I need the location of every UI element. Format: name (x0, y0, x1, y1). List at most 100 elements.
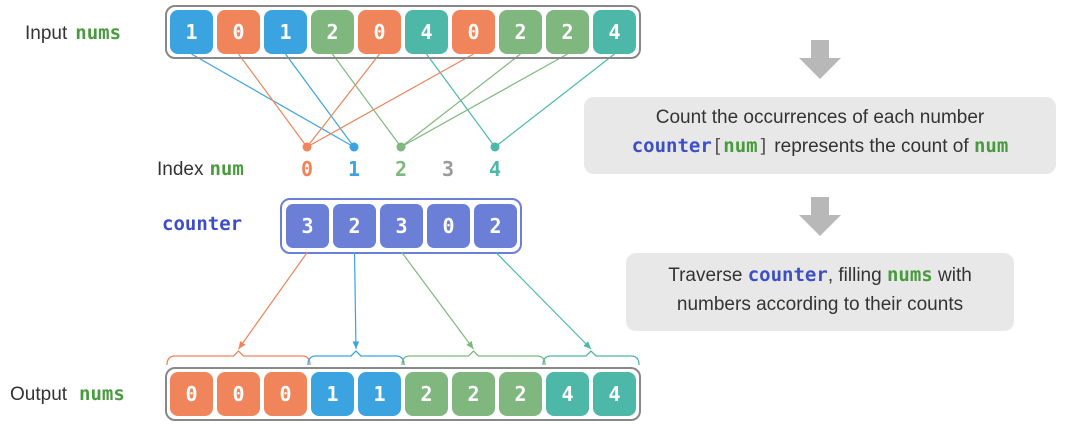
input-connector-line (332, 53, 402, 148)
input-cell-value: 4 (608, 20, 620, 44)
input-cell-value: 2 (326, 20, 338, 44)
input-prefix: Input (25, 23, 68, 44)
counter-to-output-arrow (352, 251, 360, 350)
input-connector-line (285, 53, 355, 148)
input-cell (593, 10, 636, 54)
note1-line1: Count the occurrences of each number (655, 107, 985, 128)
input-cell-value: 0 (232, 20, 244, 44)
note-count-occurrences: Count the occurrences of each number cou… (584, 97, 1056, 174)
index-var: num (209, 158, 244, 180)
counter-array-frame (280, 198, 522, 254)
counter-cell (333, 204, 376, 248)
output-cell-value: 0 (279, 382, 291, 406)
counter-label: counter (162, 213, 243, 235)
note2-line2: numbers according to their counts (676, 294, 964, 315)
input-cell (170, 10, 213, 54)
output-cell-value: 2 (514, 382, 526, 406)
input-cell (452, 10, 495, 54)
input-connector-line (306, 53, 380, 148)
output-group-brace (166, 350, 311, 366)
input-connector-line (238, 53, 308, 148)
code-nums: nums (886, 264, 933, 286)
input-cell (311, 10, 354, 54)
note1-line2-text: represents the count of (769, 136, 974, 157)
output-cell (217, 372, 260, 416)
output-cell (499, 372, 542, 416)
output-cell (405, 372, 448, 416)
input-cell-value: 1 (279, 20, 291, 44)
output-cell (311, 372, 354, 416)
output-cell-value: 0 (232, 382, 244, 406)
counter-to-output-arrow (401, 251, 474, 350)
output-cell (264, 372, 307, 416)
counter-cell (474, 204, 517, 248)
output-cell (593, 372, 636, 416)
code-num-2: num (973, 135, 1009, 157)
code-counter: counter (631, 135, 712, 157)
input-connector-line (400, 53, 521, 148)
output-group-brace (401, 350, 546, 366)
input-cell (264, 10, 307, 54)
output-cell-value: 1 (326, 382, 338, 406)
step-arrow-1-icon (799, 40, 841, 79)
note-traverse-counter: Traverse counter, filling nums with numb… (626, 253, 1014, 331)
index-prefix: Index (157, 159, 204, 180)
output-cell-value: 4 (608, 382, 620, 406)
index-number: 1 (348, 157, 360, 181)
counter-cell-value: 2 (489, 214, 501, 238)
counter-cell (427, 204, 470, 248)
note2-prefix: Traverse (668, 265, 748, 286)
input-cell (405, 10, 448, 54)
input-cell-value: 4 (420, 20, 432, 44)
input-cell (358, 10, 401, 54)
code-counter-2: counter (747, 264, 828, 286)
note1-line2: counter[num] represents the count of num (584, 132, 1056, 161)
output-var: nums (79, 383, 125, 405)
output-cell-value: 2 (420, 382, 432, 406)
counter-cell (286, 204, 329, 248)
counter-cell (380, 204, 423, 248)
input-cell-value: 2 (514, 20, 526, 44)
output-cell-value: 2 (467, 382, 479, 406)
counter-cell-value: 2 (348, 214, 360, 238)
step-arrow-2-icon (799, 197, 841, 236)
input-cell-value: 0 (373, 20, 385, 44)
code-num: num (723, 135, 758, 157)
note2-line1: Traverse counter, filling nums with (626, 261, 1014, 290)
input-cell (546, 10, 589, 54)
input-array-frame (165, 5, 641, 59)
index-dot (302, 142, 312, 152)
input-var: nums (75, 22, 122, 44)
index-number: 2 (395, 157, 407, 181)
input-cell-value: 2 (561, 20, 573, 44)
counter-to-output-arrow (495, 251, 592, 350)
input-cell (499, 10, 542, 54)
output-cell (452, 372, 495, 416)
output-cell (358, 372, 401, 416)
output-cell-value: 0 (185, 382, 197, 406)
output-cell-value: 1 (373, 382, 385, 406)
output-group-brace (307, 350, 405, 366)
input-label: Input nums (25, 22, 121, 45)
input-cell-value: 1 (185, 20, 197, 44)
counter-cell-value: 0 (442, 214, 454, 238)
input-connector-line (400, 53, 568, 148)
counter-to-output-arrow (238, 251, 308, 350)
input-connector-line (494, 53, 615, 148)
index-dot (349, 142, 359, 152)
code-bracket-close: ] (757, 135, 770, 157)
index-number: 4 (489, 157, 501, 181)
output-cell (170, 372, 213, 416)
output-cell (546, 372, 589, 416)
output-array-frame (165, 367, 641, 421)
index-number: 0 (301, 157, 313, 181)
input-cell (217, 10, 260, 54)
code-bracket-open: [ (711, 135, 724, 157)
note2-middle: , filling (827, 265, 887, 286)
note2-suffix: with (932, 265, 972, 286)
input-cell-value: 0 (467, 20, 479, 44)
index-number: 3 (442, 157, 454, 181)
output-cell-value: 4 (561, 382, 573, 406)
